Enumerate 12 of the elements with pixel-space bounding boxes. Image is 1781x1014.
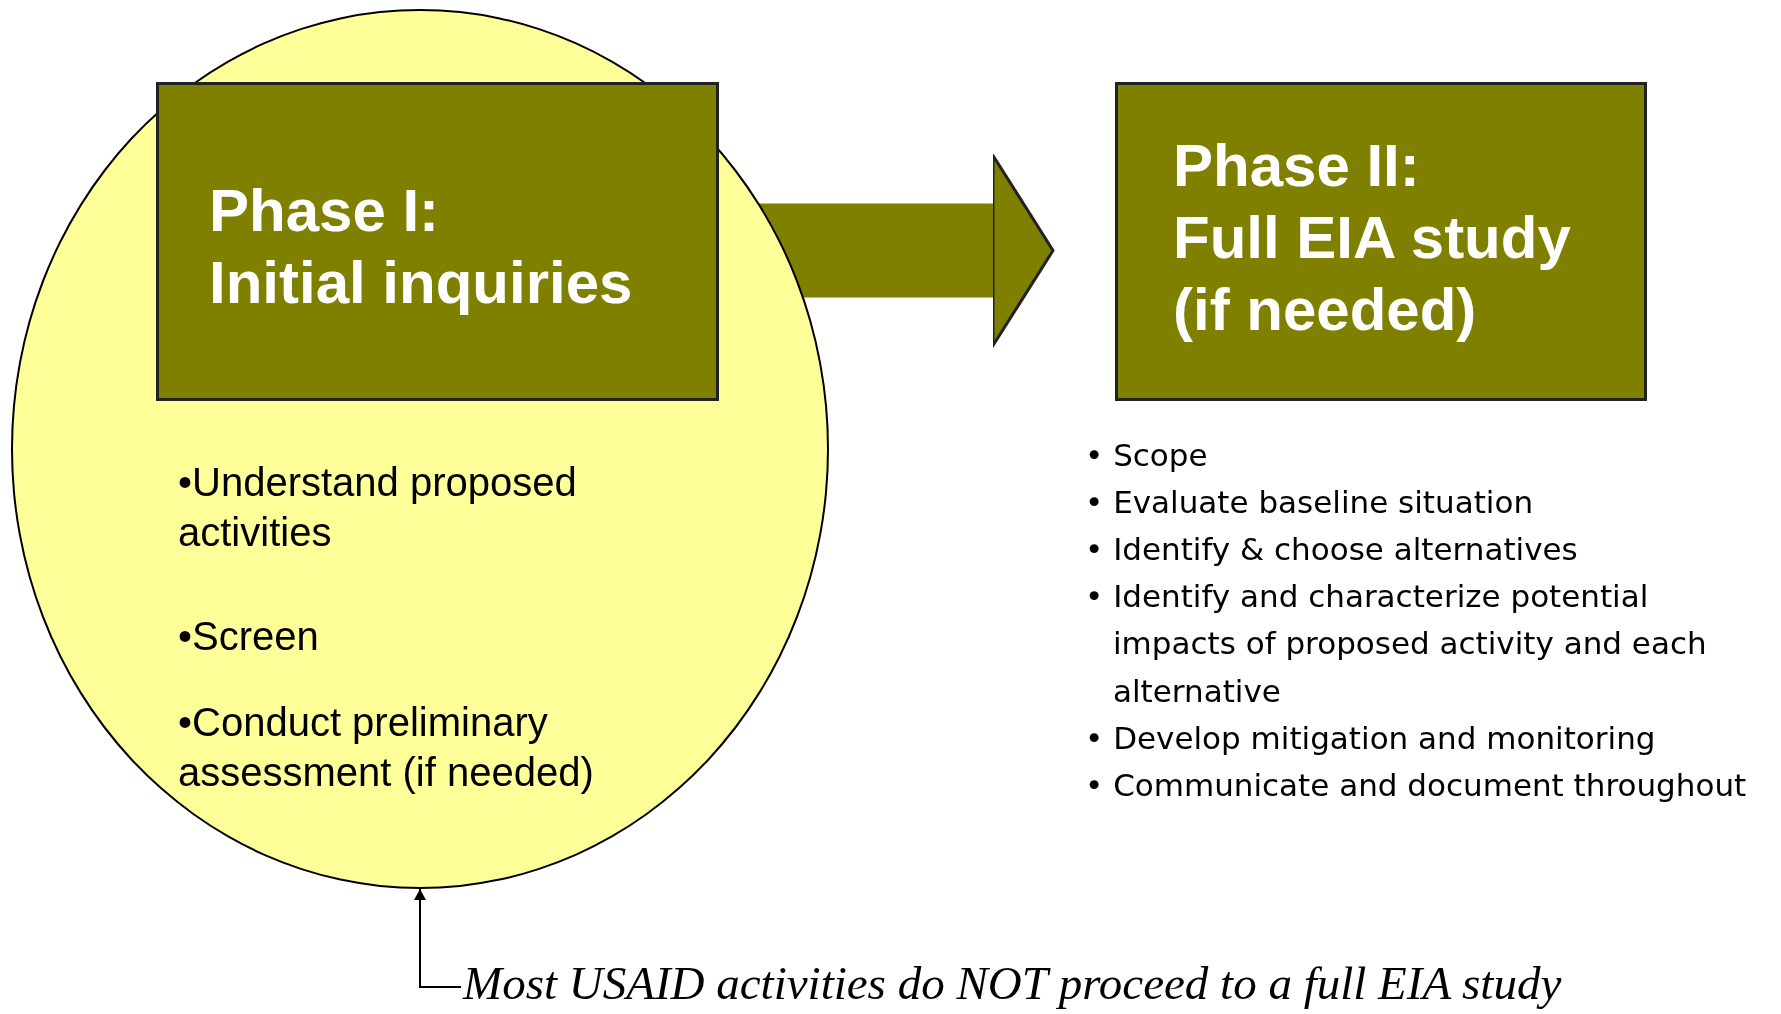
phase-box: Phase I: Initial inquiries [156,82,719,401]
bullet-text: • Communicate and document throughout [1085,765,1748,805]
bullet-text: • Identify and characterize potential impacts of proposed activity and each alternative [1085,577,1708,711]
bullet-text: • Scope [1085,436,1209,475]
bullet-text: •Understand proposed activities [178,459,578,556]
bullet-text: • Develop mitigation and monitoring [1085,718,1657,758]
phase-box: Phase II: Full EIA study (if needed) [1115,82,1647,401]
bullet-text: • Identify & choose alternatives [1085,530,1579,570]
bullet-text: •Conduct preliminary assessment (if needed) [178,699,595,796]
bullet-text: •Screen [178,613,320,660]
note-text: Most USAID activities do NOT proceed to a full EIA study [463,956,1763,1014]
bullet-text: • Evaluate baseline situation [1085,483,1535,523]
